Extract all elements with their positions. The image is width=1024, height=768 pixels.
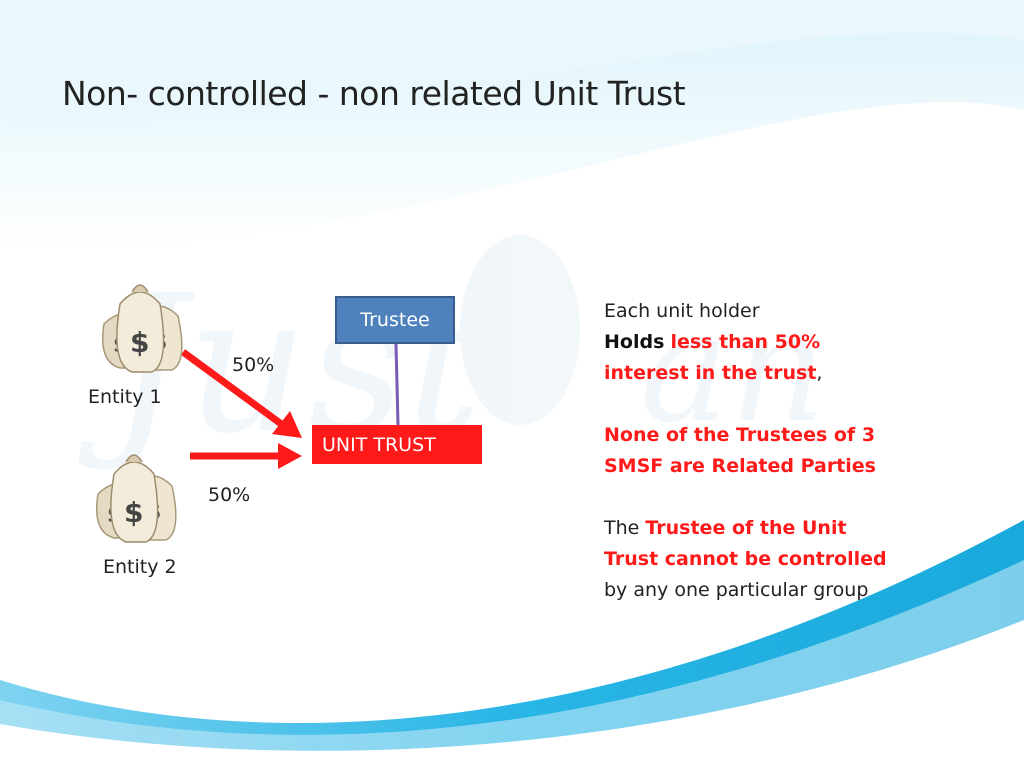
entity2-share-label: 50%: [208, 484, 251, 506]
entity1-arrow: [180, 349, 302, 438]
note-para3: The Trustee of the Unit Trust cannot be …: [604, 513, 904, 606]
unit-trust-box: UNIT TRUST: [312, 425, 482, 464]
note3-red1: Trustee of the Unit: [645, 517, 847, 539]
entity2-label: Entity 2: [103, 556, 177, 578]
notes-panel: Each unit holder Holds less than 50% int…: [604, 296, 904, 606]
money-bag-icon: $ $ $: [102, 284, 183, 373]
note3-prefix: The: [604, 517, 640, 539]
note1-trailing: ,: [816, 362, 823, 384]
note2-red1: None of the Trustees of 3: [604, 424, 876, 446]
note-para2: None of the Trustees of 3 SMSF are Relat…: [604, 420, 904, 482]
svg-text:$: $: [124, 496, 143, 529]
note1-red1: less than 50%: [670, 331, 821, 353]
entity1-label: Entity 1: [88, 386, 162, 408]
trustee-connector: [394, 343, 400, 426]
note1-bold: Holds: [604, 331, 665, 353]
entity1-share-label: 50%: [232, 354, 275, 376]
note-para1: Each unit holder Holds less than 50% int…: [604, 296, 904, 389]
note1-red2: interest in the trust: [604, 362, 817, 384]
entity2-arrow: [190, 443, 302, 469]
money-bag-icon: $ $ $: [96, 454, 177, 543]
note3-line3: by any one particular group: [604, 579, 869, 601]
note3-red2: Trust cannot be controlled: [604, 548, 887, 570]
slide-title: Non- controlled - non related Unit Trust: [62, 74, 686, 113]
svg-text:an: an: [640, 282, 826, 456]
note2-red2: SMSF are Related Parties: [604, 455, 876, 477]
note1-line1: Each unit holder: [604, 300, 760, 322]
trustee-box: Trustee: [335, 296, 455, 344]
svg-text:$: $: [130, 326, 149, 359]
